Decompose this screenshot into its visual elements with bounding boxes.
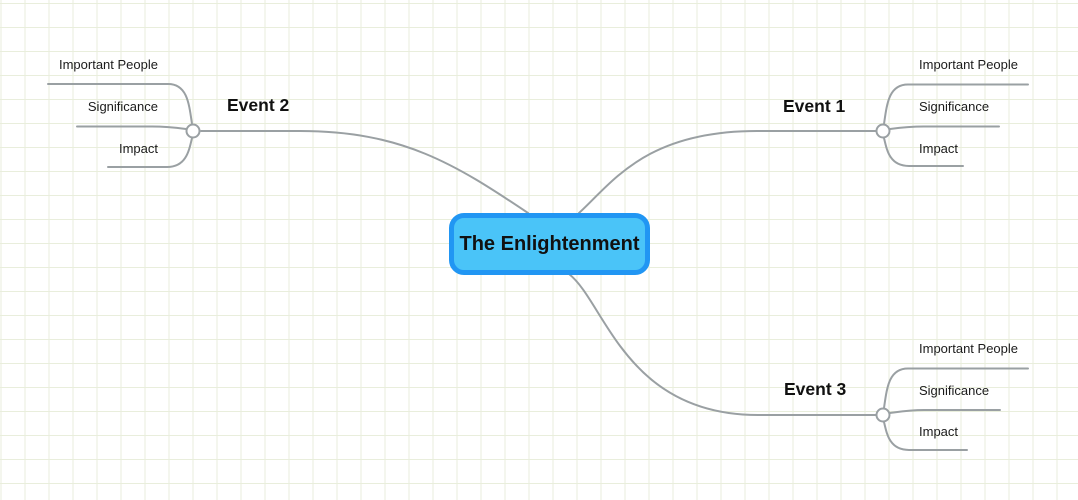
connector-event3-impact (883, 421, 968, 451)
subtopic-event1-important-people[interactable]: Important People (919, 57, 1019, 72)
branch-node-event1[interactable] (875, 123, 891, 139)
connector-event3-important-people (883, 367, 1029, 409)
branch-node-event2[interactable] (185, 123, 201, 139)
connector-event2-impact (107, 137, 193, 168)
subtopic-event1-significance[interactable]: Significance (919, 99, 990, 114)
central-topic-node[interactable]: The Enlightenment (449, 213, 650, 275)
connector-event1-significance (889, 125, 1000, 130)
connector-event2-important-people (47, 83, 193, 125)
branch-node-event3[interactable] (875, 407, 891, 423)
connector-central-to-event3 (568, 273, 878, 416)
subtopic-event3-important-people[interactable]: Important People (919, 341, 1019, 356)
subtopic-event3-significance[interactable]: Significance (919, 383, 990, 398)
connector-event1-impact (883, 137, 964, 167)
connector-event3-significance (889, 409, 1001, 414)
connector-central-to-event1 (578, 130, 877, 214)
subtopic-event2-impact[interactable]: Impact (118, 141, 158, 156)
connector-event1-important-people (883, 83, 1029, 125)
connector-central-to-event2 (200, 130, 529, 214)
branch-title-event2[interactable]: Event 2 (227, 95, 290, 115)
subtopic-event3-impact[interactable]: Impact (919, 424, 959, 439)
subtopic-event1-impact[interactable]: Impact (919, 141, 959, 156)
subtopic-event2-significance[interactable]: Significance (87, 99, 158, 114)
subtopic-event2-important-people[interactable]: Important People (58, 57, 158, 72)
connector-event2-significance (76, 125, 187, 130)
branch-title-event1[interactable]: Event 1 (783, 96, 846, 116)
branch-title-event3[interactable]: Event 3 (784, 379, 847, 399)
